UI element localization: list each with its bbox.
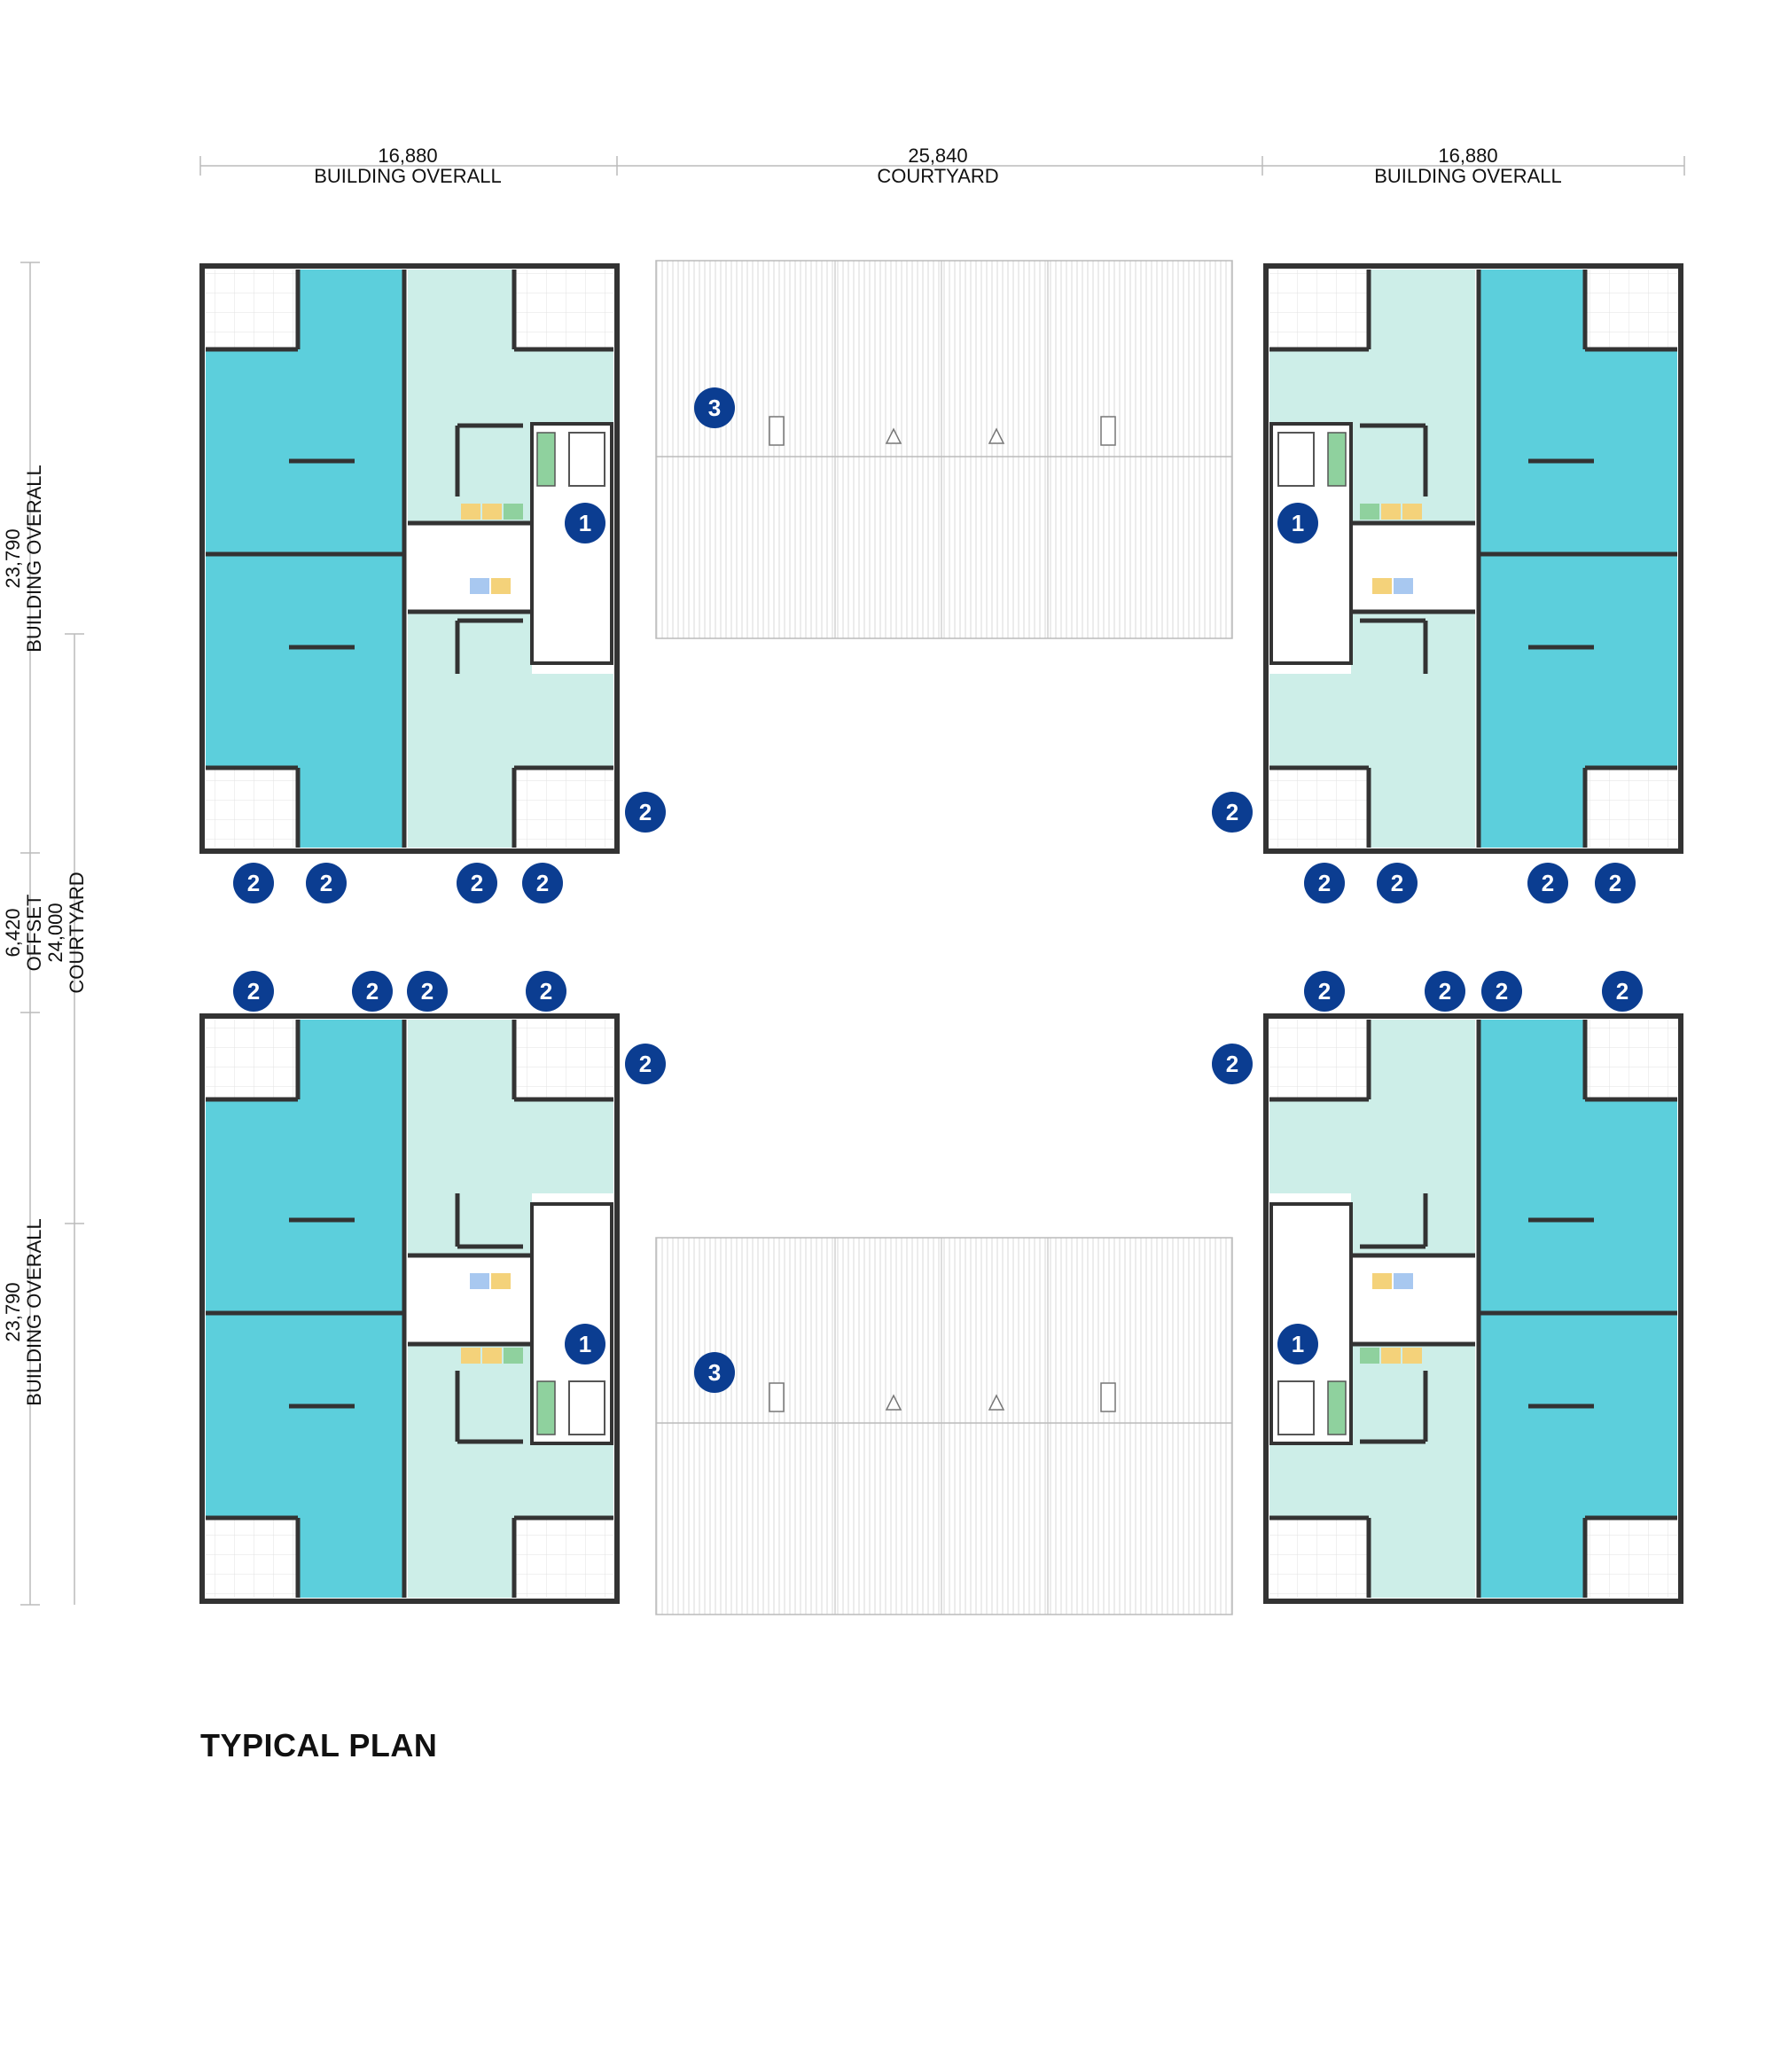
badge-core-bottom-left: 1 [565,1324,605,1364]
building-top-left [199,263,620,854]
badge-balcony-tr-side: 2 [1212,792,1253,833]
dim-left-courtyard-label: COURTYARD [66,872,88,993]
svg-text:2: 2 [366,978,379,1005]
svg-text:2: 2 [639,799,652,825]
badge-balcony-tr-2: 2 [1377,863,1418,903]
svg-text:2: 2 [1318,870,1331,896]
badge-balcony-br-2: 2 [1425,971,1465,1012]
top-dimension-lines [199,156,1685,176]
svg-text:1: 1 [579,1331,591,1357]
svg-text:2: 2 [1496,978,1508,1005]
svg-text:1: 1 [1292,510,1304,536]
badge-balcony-tl-4: 2 [522,863,563,903]
badge-balcony-tr-4: 2 [1595,863,1636,903]
svg-text:3: 3 [708,395,721,421]
svg-text:2: 2 [247,870,260,896]
page-title: TYPICAL PLAN [200,1727,438,1763]
badge-balcony-tl-1: 2 [233,863,274,903]
dim-left-lower-label: BUILDING OVERALL [23,1218,45,1406]
building-bottom-right [1263,1013,1683,1604]
svg-text:2: 2 [639,1051,652,1077]
dim-top-middle-label: COURTYARD [877,165,998,187]
dim-top-left-label: BUILDING OVERALL [314,165,502,187]
dim-left-upper-value: 23,790 [2,528,24,588]
svg-text:2: 2 [471,870,483,896]
badge-core-top-right: 1 [1277,503,1318,543]
badge-balcony-bl-side: 2 [625,1044,666,1084]
badge-balcony-bl-2: 2 [352,971,393,1012]
dim-left-lower-value: 23,790 [2,1282,24,1341]
badge-balcony-bl-4: 2 [526,971,566,1012]
svg-text:2: 2 [1609,870,1621,896]
badge-core-bottom-right: 1 [1277,1324,1318,1364]
dim-top-middle-value: 25,840 [908,145,967,167]
badge-balcony-tl-2: 2 [306,863,347,903]
dim-top-right-value: 16,880 [1438,145,1497,167]
svg-text:2: 2 [1318,978,1331,1005]
dim-top-left-value: 16,880 [378,145,437,167]
svg-text:1: 1 [579,510,591,536]
badge-balcony-bl-1: 2 [233,971,274,1012]
badge-core-top-left: 1 [565,503,605,543]
svg-text:2: 2 [1542,870,1554,896]
svg-text:2: 2 [1439,978,1451,1005]
dim-top-right-label: BUILDING OVERALL [1374,165,1562,187]
dim-left-offset-label: OFFSET [23,895,45,972]
building-bottom-left [199,1013,620,1604]
badge-balcony-br-side: 2 [1212,1044,1253,1084]
badge-balcony-br-1: 2 [1304,971,1345,1012]
left-dimension-lines [20,262,84,1606]
badge-balcony-tl-side: 2 [625,792,666,833]
svg-text:2: 2 [536,870,549,896]
dim-left-offset-value: 6,420 [2,908,24,957]
svg-text:1: 1 [1292,1331,1304,1357]
badge-balcony-br-3: 2 [1481,971,1522,1012]
svg-text:2: 2 [540,978,552,1005]
svg-text:2: 2 [421,978,433,1005]
roof-canopy-bottom [655,1237,1233,1615]
dim-left-courtyard-value: 24,000 [44,903,66,962]
building-top-right [1263,263,1683,854]
svg-text:2: 2 [247,978,260,1005]
svg-text:2: 2 [1226,799,1238,825]
badge-roof-top: 3 [694,387,735,428]
dim-left-upper-label: BUILDING OVERALL [23,465,45,653]
svg-text:2: 2 [1391,870,1403,896]
svg-text:2: 2 [320,870,332,896]
svg-text:2: 2 [1616,978,1629,1005]
badge-balcony-tr-3: 2 [1527,863,1568,903]
roof-canopy-top [655,260,1233,639]
badge-balcony-bl-3: 2 [407,971,448,1012]
badge-balcony-tr-1: 2 [1304,863,1345,903]
svg-text:2: 2 [1226,1051,1238,1077]
badge-roof-bottom: 3 [694,1352,735,1393]
svg-text:3: 3 [708,1359,721,1386]
badge-balcony-tl-3: 2 [457,863,497,903]
badge-balcony-br-4: 2 [1602,971,1643,1012]
